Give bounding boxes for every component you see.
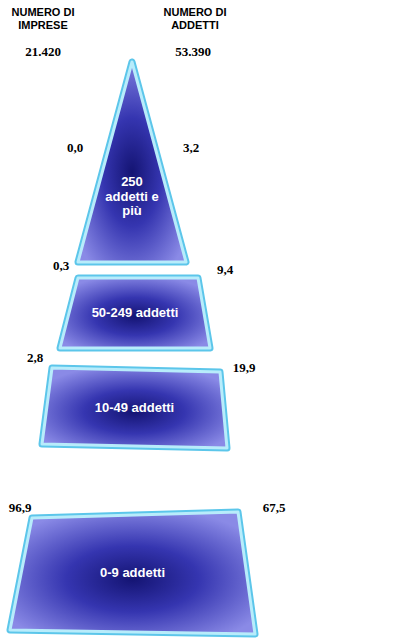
pyramid-band: 250 addetti e più <box>78 62 186 262</box>
band-shape <box>78 62 186 262</box>
band-fill <box>10 512 255 634</box>
column-header: NUMERO DI IMPRESE <box>2 6 84 32</box>
band-fill <box>42 368 227 448</box>
band-fill <box>78 62 186 262</box>
value-label: 19,9 <box>226 360 262 376</box>
pyramid-band: 0-9 addetti <box>10 512 255 634</box>
band-border <box>60 278 210 348</box>
band-border <box>78 62 186 262</box>
value-label: 9,4 <box>210 262 240 278</box>
band-label: 0-9 addetti <box>100 566 165 581</box>
band-text-box: 50-249 addetti <box>85 286 185 340</box>
band-label: 10-49 addetti <box>95 401 174 416</box>
band-label: 50-249 addetti <box>92 306 179 321</box>
band-border <box>10 512 255 634</box>
value-label: 53.390 <box>160 44 226 60</box>
band-label: 250 addetti e più <box>102 175 162 220</box>
band-border <box>42 368 227 448</box>
value-label: 0,0 <box>60 140 90 156</box>
value-label: 96,9 <box>2 500 38 516</box>
value-label: 67,5 <box>256 500 292 516</box>
band-text-box: 10-49 addetti <box>72 378 197 438</box>
column-header: NUMERO DI ADDETTI <box>148 6 242 32</box>
value-label: 0,3 <box>46 258 76 274</box>
band-text-box: 0-9 addetti <box>60 532 205 614</box>
pyramid-band: 10-49 addetti <box>42 368 227 448</box>
value-label: 3,2 <box>176 140 206 156</box>
band-text-box: 250 addetti e più <box>102 166 162 228</box>
band-fill <box>60 278 210 348</box>
pyramid-band: 50-249 addetti <box>60 278 210 348</box>
value-label: 21.420 <box>12 44 74 60</box>
value-label: 2,8 <box>20 350 50 366</box>
